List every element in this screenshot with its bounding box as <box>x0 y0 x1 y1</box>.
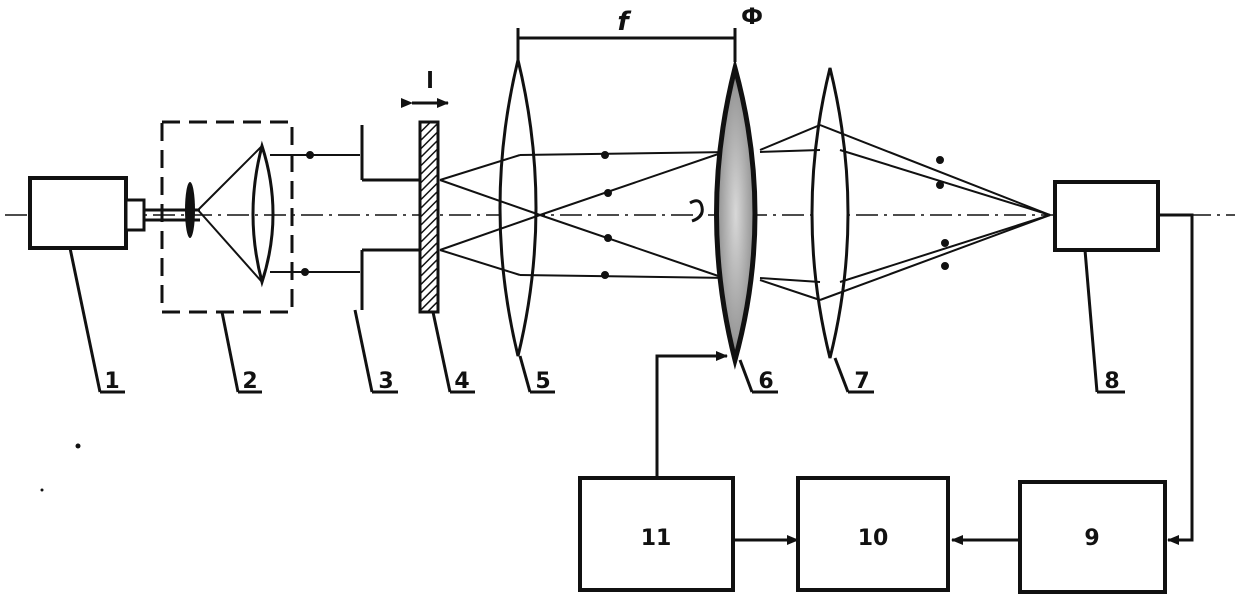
label-source: 1 <box>104 369 119 394</box>
speck <box>75 443 81 449</box>
block-11 <box>578 476 735 592</box>
expander-large-lens <box>251 140 275 288</box>
sample-plate <box>401 98 475 394</box>
photodetector <box>1053 180 1160 394</box>
label-test-lens-mark: Ф <box>741 5 763 30</box>
test-lens-6 <box>714 58 778 394</box>
rays-to-detector <box>759 124 1051 301</box>
label-detector: 8 <box>1104 369 1119 394</box>
focal-length-bracket <box>516 28 737 62</box>
label-lens-rear: 7 <box>854 369 869 394</box>
label-aperture: 3 <box>378 369 393 394</box>
lens-7 <box>810 67 874 394</box>
label-lens-front: 5 <box>535 369 550 394</box>
aperture <box>353 125 420 394</box>
label-block-11: 11 <box>641 526 672 551</box>
label-block-9: 9 <box>1084 526 1099 551</box>
label-sample: 4 <box>454 369 469 394</box>
expander-small-lens <box>185 182 195 238</box>
rays-sample-to-lens <box>439 149 731 281</box>
signal-wires <box>655 213 1194 545</box>
label-expander: 2 <box>242 369 257 394</box>
label-focal-length: f <box>617 7 632 37</box>
label-block-10: 10 <box>858 526 889 551</box>
rotation-symbol <box>689 199 704 223</box>
label-lens-test: 6 <box>758 369 773 394</box>
block-9 <box>1018 480 1167 594</box>
beam-expander <box>144 120 294 394</box>
collimated-beam <box>270 151 360 276</box>
speck <box>40 488 44 492</box>
block-10 <box>796 476 950 592</box>
label-sample-motion: l <box>426 69 434 94</box>
laser-source <box>28 176 146 394</box>
